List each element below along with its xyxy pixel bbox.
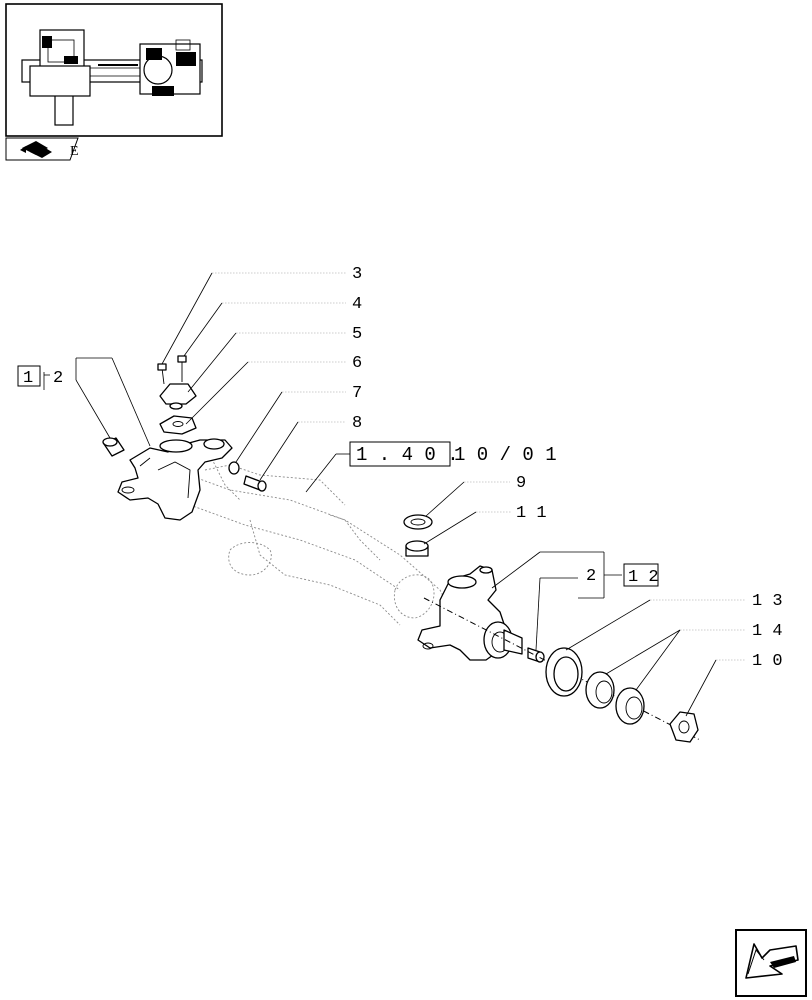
bearing-part-14a bbox=[585, 671, 615, 709]
reference-box bbox=[349, 441, 451, 467]
grease-fitting-part-4 bbox=[177, 355, 187, 382]
axle-overview-thumbnail[interactable] bbox=[5, 3, 223, 137]
reference-rest-text[interactable]: 1 0 / 0 1 bbox=[454, 444, 557, 466]
stop-part-7 bbox=[228, 461, 240, 475]
bolt-part-8 bbox=[243, 475, 267, 492]
callout-12: 1 2 bbox=[628, 568, 659, 587]
leader-lines bbox=[43, 272, 746, 717]
callout-11: 1 1 bbox=[516, 504, 547, 523]
seal-part-13 bbox=[545, 647, 583, 697]
kingpin-cap-part-5 bbox=[159, 383, 197, 410]
right-steering-knuckle bbox=[417, 565, 513, 661]
screw-part-3 bbox=[157, 363, 167, 385]
left-steering-knuckle bbox=[117, 438, 233, 521]
previous-page-arrow-icon[interactable] bbox=[735, 929, 807, 997]
reference-boxed-text[interactable]: 1 . 4 0 . bbox=[356, 444, 459, 466]
left-kingpin-bushing bbox=[102, 437, 125, 457]
callout-2-left: 2 bbox=[53, 369, 63, 388]
callout-7: 7 bbox=[352, 384, 362, 403]
seal-part-9 bbox=[403, 514, 433, 530]
nut-part-10 bbox=[669, 711, 699, 743]
book-page-icon[interactable] bbox=[5, 137, 79, 161]
bearing-part-14b bbox=[615, 687, 645, 725]
callout-13: 1 3 bbox=[752, 592, 783, 611]
shim-part-6 bbox=[159, 415, 197, 435]
callout-box-12 bbox=[623, 563, 659, 587]
callout-10: 1 0 bbox=[752, 652, 783, 671]
callout-box-1 bbox=[17, 365, 41, 387]
hub-shaft bbox=[503, 629, 523, 655]
callout-9: 9 bbox=[516, 474, 526, 493]
callout-14: 1 4 bbox=[752, 622, 783, 641]
callout-3: 3 bbox=[352, 265, 362, 284]
callout-4: 4 bbox=[352, 295, 362, 314]
axle-housing-outline bbox=[174, 454, 456, 626]
callout-1: 1 bbox=[23, 369, 33, 388]
callout-2-right: 2 bbox=[586, 567, 596, 586]
page-id-label: E bbox=[70, 144, 79, 159]
bushing-part-11 bbox=[405, 540, 429, 557]
callout-8: 8 bbox=[352, 414, 362, 433]
callout-5: 5 bbox=[352, 325, 362, 344]
bushing-part-12 bbox=[527, 647, 545, 663]
callout-6: 6 bbox=[352, 354, 362, 373]
